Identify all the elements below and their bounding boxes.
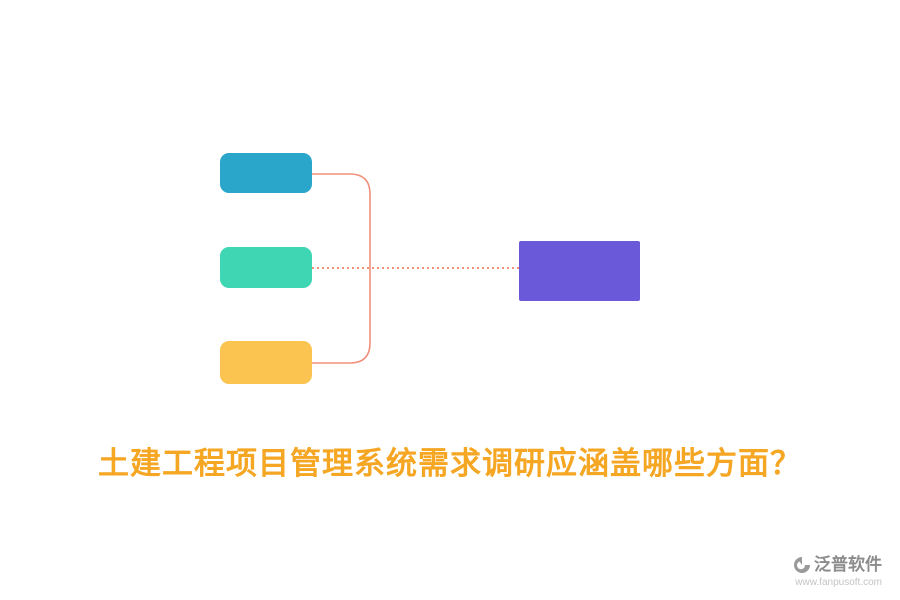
bracket-connector <box>312 173 371 364</box>
root-node <box>519 241 640 301</box>
brand-name: 泛普软件 <box>814 554 882 574</box>
branch-node-top <box>220 153 312 193</box>
brand-watermark: 泛普软件 www.fanpusoft.com <box>794 555 882 588</box>
branch-node-bottom <box>220 341 312 384</box>
page-title: 土建工程项目管理系统需求调研应涵盖哪些方面？ <box>98 446 802 481</box>
brand-url: www.fanpusoft.com <box>795 576 882 588</box>
branch-node-middle <box>220 247 312 288</box>
fanpu-logo-icon <box>794 556 810 573</box>
